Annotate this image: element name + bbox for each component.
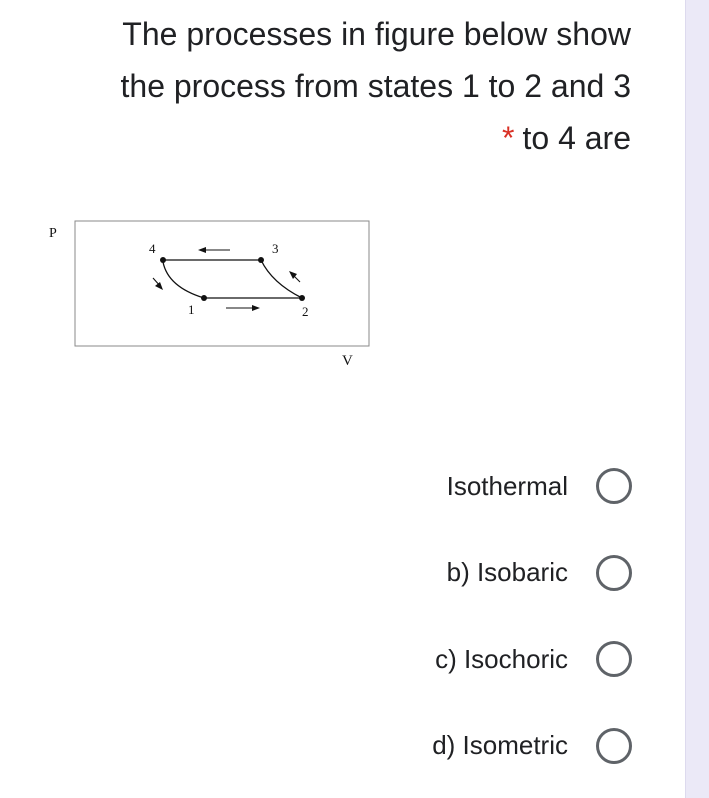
side-panel [686,0,709,798]
side-panel-border [685,0,686,798]
state-label-3: 3 [272,241,279,256]
option-label: Isothermal [446,470,568,501]
arrow-right-icon [226,305,260,311]
option-isobaric[interactable]: b) Isobaric [31,530,632,617]
radio-button[interactable] [596,727,632,764]
pv-diagram: P V 4 3 1 [40,215,380,370]
arrow-left-icon [198,247,230,253]
v-axis-label: V [342,353,353,369]
question-text: The processes in figure below show the p… [51,8,632,164]
option-isothermal[interactable]: Isothermal [31,443,632,530]
question-line-1: The processes in figure below show [122,16,631,52]
question-line-3-text: to 4 are [522,120,631,156]
option-label: d) Isometric [432,730,568,761]
process-curve-2-to-3 [260,259,303,299]
process-curve-4-to-1 [162,261,205,299]
option-label: c) Isochoric [435,643,568,674]
answer-options: Isothermal b) Isobaric c) Isochoric d) I… [31,443,632,790]
state-point-3 [258,257,264,263]
required-asterisk: * [502,120,515,156]
option-isochoric[interactable]: c) Isochoric [31,616,632,703]
question-line-2: the process from states 1 to 2 and 3 [120,68,632,104]
state-point-4 [160,257,166,263]
p-axis-label: P [49,226,57,241]
diagram-frame [74,220,370,347]
arrow-down-right-icon [152,277,163,290]
radio-button[interactable] [596,641,632,678]
option-isometric[interactable]: d) Isometric [31,703,632,790]
question-line-3: *to 4 are [51,112,631,164]
option-label: b) Isobaric [446,557,568,588]
state-label-2: 2 [302,304,309,319]
radio-button[interactable] [596,554,632,591]
state-point-2 [299,295,305,301]
state-label-4: 4 [149,241,156,256]
radio-button[interactable] [596,468,632,505]
state-point-1 [201,295,207,301]
state-label-1: 1 [188,302,195,317]
arrow-up-left-icon [289,271,301,283]
